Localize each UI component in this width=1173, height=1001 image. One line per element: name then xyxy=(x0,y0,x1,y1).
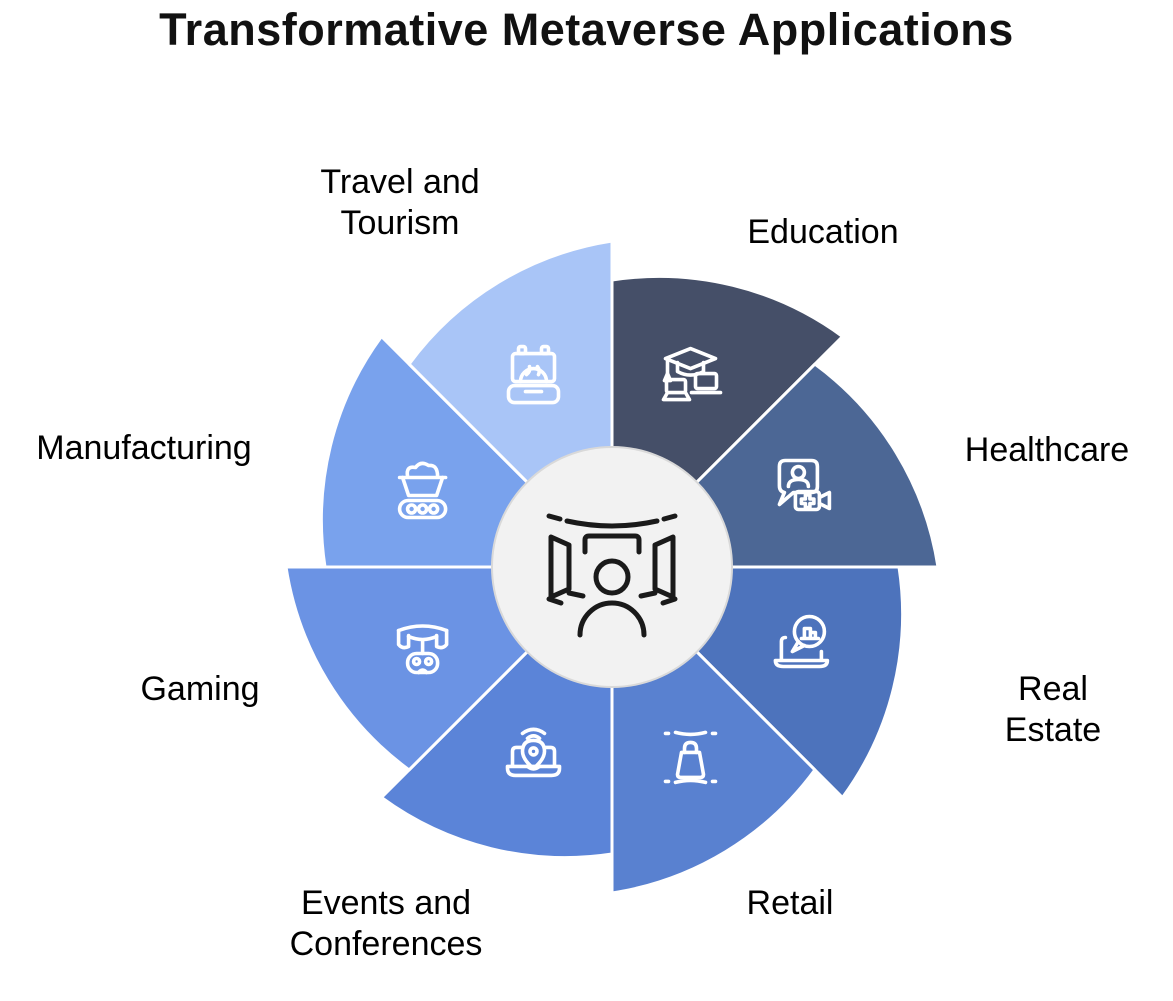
cap-band xyxy=(675,360,706,377)
speech-bubble xyxy=(777,458,820,507)
map-pin xyxy=(520,738,547,771)
globe-land-right xyxy=(535,364,542,377)
segment-label-gaming: Gaming xyxy=(140,670,260,708)
segment-label-manufacturing: Manufacturing xyxy=(36,429,252,467)
bag-handle xyxy=(682,740,699,755)
video-camera xyxy=(793,489,822,512)
segment-label-healthcare: Healthcare xyxy=(964,431,1130,469)
laptop-left-base xyxy=(661,390,692,402)
shopping-bag xyxy=(675,750,706,780)
segment-label-real-estate: Real Estate xyxy=(1004,670,1102,749)
pano-panel-left xyxy=(548,534,572,600)
graduation-laptops-icon xyxy=(661,346,723,402)
gaming-vr-icon xyxy=(396,624,449,675)
camera-lens xyxy=(817,490,832,511)
globe xyxy=(518,366,549,384)
medical-cross xyxy=(799,493,816,510)
screen-bracket-left xyxy=(510,745,524,768)
laptop-base xyxy=(773,658,830,669)
curve-top xyxy=(673,730,708,737)
clasp-left xyxy=(516,344,528,356)
segment-label-travel: Travel and Tourism xyxy=(320,163,480,242)
pano-dash-br2 xyxy=(638,590,658,599)
material xyxy=(405,461,440,479)
suitcase-base xyxy=(506,383,561,405)
screen-bracket-right xyxy=(543,745,557,768)
pano-dash-tr xyxy=(661,513,678,522)
person-shoulders xyxy=(577,600,647,638)
person-head xyxy=(593,558,631,596)
pano-dash-bl2 xyxy=(566,590,586,599)
roller-1 xyxy=(405,503,418,515)
roller-2 xyxy=(416,503,429,515)
roller-3 xyxy=(427,503,440,515)
page-title: Transformative Metaverse Applications xyxy=(159,4,1014,55)
clasp-right xyxy=(539,344,551,356)
globe-land-left xyxy=(524,364,532,377)
suitcase-lid xyxy=(510,351,557,384)
buildings xyxy=(799,626,821,641)
laptop-left-screen xyxy=(664,377,688,395)
segment-label-retail: Retail xyxy=(746,884,834,922)
pano-dash-br xyxy=(660,596,678,606)
pin-dot xyxy=(528,746,539,757)
person-shoulders xyxy=(786,477,811,489)
gamepad xyxy=(405,651,440,675)
laptop-screen-left xyxy=(779,635,788,662)
vr-person-icon xyxy=(546,513,678,638)
manufacturing-conveyor-icon xyxy=(397,461,448,520)
speech-bubble-circle xyxy=(792,614,827,649)
conveyor-belt xyxy=(397,498,448,520)
headset-band-top xyxy=(396,624,449,633)
pano-dash-tl xyxy=(546,513,563,522)
signal-arc-outer xyxy=(520,727,547,736)
retail-bag-icon xyxy=(663,730,718,785)
gamepad-button-right xyxy=(423,656,434,667)
mortarboard xyxy=(663,346,718,371)
pano-dash-bl xyxy=(546,596,564,606)
events-laptop-pin-icon xyxy=(505,727,562,778)
hopper xyxy=(400,475,445,498)
pano-top xyxy=(564,518,660,529)
signal-arc-inner xyxy=(525,734,542,741)
gamepad-notch xyxy=(416,668,429,675)
pano-panel-right xyxy=(652,534,676,600)
gamepad-button-left xyxy=(411,656,422,667)
segment-label-education: Education xyxy=(747,213,899,251)
center-hub xyxy=(491,446,733,688)
pano-screen-center xyxy=(582,533,642,555)
curve-bottom xyxy=(673,778,708,785)
suitcase-globe-icon xyxy=(506,344,561,405)
telehealth-icon xyxy=(777,458,832,512)
headset-right xyxy=(434,628,449,650)
laptop-base xyxy=(505,764,562,778)
bubble-tail xyxy=(790,639,807,654)
realestate-laptop-icon xyxy=(773,614,830,669)
segment-label-events: Events and Conferences xyxy=(289,884,483,963)
headset-left xyxy=(396,628,411,650)
laptop-right-screen xyxy=(693,371,719,391)
